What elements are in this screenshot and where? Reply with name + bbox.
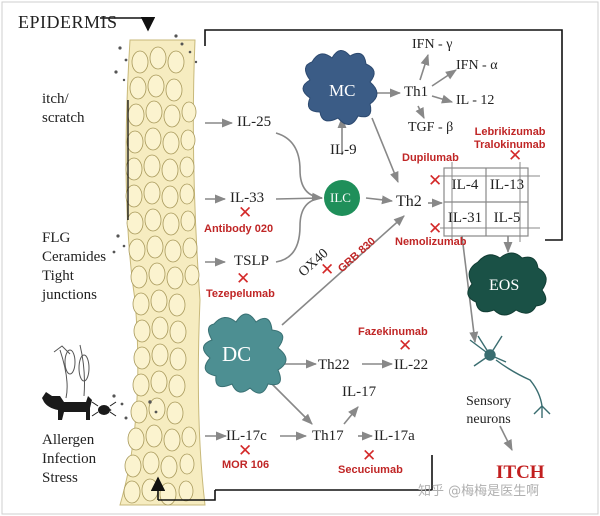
block-x-mor106: ✕: [238, 441, 253, 461]
itch-label: ITCH: [496, 462, 545, 483]
il5-cell: IL-5: [493, 210, 521, 226]
arrow-dc-to-th17: [269, 381, 313, 425]
arrow-th1-to-ifng: [419, 53, 430, 81]
th22-label: Th22: [318, 357, 350, 373]
mor106-label: MOR 106: [222, 459, 270, 471]
th1-label: Th1: [404, 84, 429, 100]
th2-cytokine-grid: [440, 162, 540, 242]
tgf-beta-label: TGF - β: [408, 120, 454, 135]
arrow-th1-to-il12: [431, 94, 454, 104]
il4-cell: IL-4: [451, 177, 479, 193]
block-x-nemolizumab: ✕: [428, 219, 443, 239]
sensory-neurons-label: Sensory neurons: [466, 394, 512, 427]
block-x-secuciumab: ✕: [362, 446, 377, 466]
block-x-grb830: ✕: [320, 260, 335, 280]
feedback-loop: [100, 17, 563, 501]
eosinophil-shape: [467, 252, 547, 316]
fazekinumab-label: Fazekinumab: [358, 326, 428, 338]
ilc-circle: [324, 180, 360, 216]
watermark: 知乎 @梅梅是医生啊: [418, 484, 540, 499]
arrow-th1-to-tgfb: [415, 105, 425, 120]
il33-label: IL-33: [230, 190, 265, 206]
arrow-neuron-to-itch: [499, 425, 513, 452]
secuciumab-label: Secuciumab: [338, 464, 403, 476]
il22-label: IL-22: [394, 357, 429, 373]
itch-scratch-label: itch/ scratch: [42, 91, 85, 126]
dog-silhouette: [42, 392, 92, 420]
epidermis-label: EPIDERMIS: [18, 12, 118, 32]
dupilumab-label: Dupilumab: [402, 152, 459, 164]
tezepelumab-label: Tezepelumab: [206, 288, 275, 300]
nemolizumab-label: Nemolizumab: [395, 236, 467, 248]
ifn-alpha-label: IFN - α: [456, 58, 498, 73]
il17-label: IL-17: [342, 384, 377, 400]
arrow-th17-to-il17: [343, 406, 359, 425]
sensory-neuron-shape: [469, 335, 551, 418]
lebrikizumab-tralokinumab-label: Lebrikizumab Tralokinumab: [474, 126, 546, 151]
arrow-th1-to-ifna: [431, 69, 457, 87]
il12-label: IL - 12: [456, 93, 495, 108]
trigger-label: Allergen Infection Stress: [42, 432, 97, 486]
block-x-fazekinumab: ✕: [398, 336, 413, 356]
pathway-arrows: [205, 53, 513, 452]
eos-label: EOS: [489, 277, 520, 294]
mc-label: MC: [329, 81, 356, 100]
th2-label: Th2: [396, 193, 422, 210]
il31-cell: IL-31: [447, 210, 483, 226]
arrow-dc-to-th2: [281, 215, 405, 326]
antibody-020-label: Antibody 020: [204, 223, 274, 235]
block-x-antibody020: ✕: [238, 203, 253, 223]
mite-silhouette: [91, 401, 117, 417]
arrow-ilc-to-th2: [365, 195, 394, 205]
th17-label: Th17: [312, 428, 344, 444]
tslp-label: TSLP: [234, 253, 270, 269]
arrow-mc-to-th2: [371, 117, 399, 184]
il17a-label: IL-17a: [374, 428, 415, 444]
il9-label: IL-9: [330, 142, 357, 158]
dc-label: DC: [222, 342, 252, 366]
dendritic-cell-shape: [203, 313, 287, 394]
il25-label: IL-25: [237, 114, 272, 130]
epidermis-cell-layer: [108, 34, 206, 506]
il13-cell: IL-13: [489, 177, 525, 193]
pollen-plant-sketch: [53, 344, 90, 399]
mast-cell-shape: [302, 50, 378, 125]
barrier-label: FLG Ceramides Tight junctions: [42, 230, 107, 303]
ilc-label: ILC: [330, 190, 351, 205]
ifn-gamma-label: IFN - γ: [412, 37, 453, 52]
ilc-convergence: [275, 132, 324, 263]
il17c-label: IL-17c: [226, 428, 267, 444]
block-x-dupilumab: ✕: [428, 171, 443, 191]
block-x-tezepelumab: ✕: [236, 269, 251, 289]
block-x-lebri: ✕: [508, 146, 523, 166]
